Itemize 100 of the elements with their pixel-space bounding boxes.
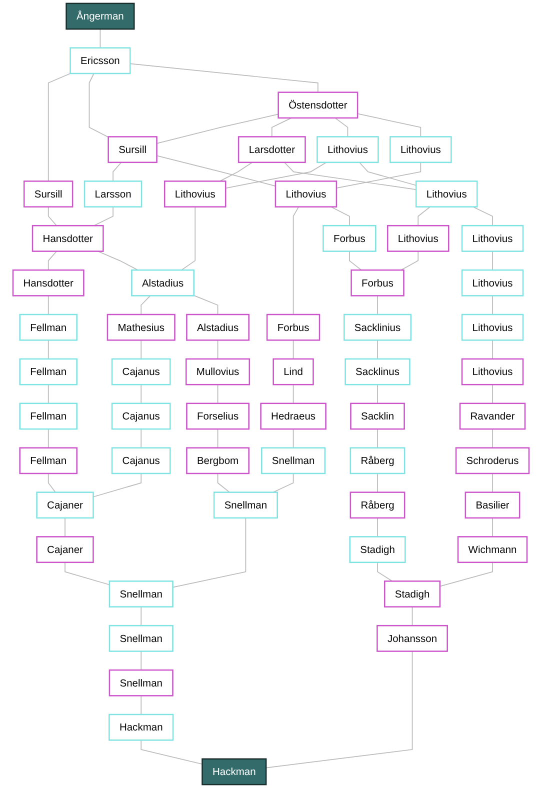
connector <box>64 518 66 538</box>
connector <box>48 206 58 226</box>
connector <box>156 155 276 186</box>
connector <box>492 250 493 270</box>
connector <box>140 340 142 360</box>
node-box: Cajaner <box>36 536 94 563</box>
node-box: Snellman <box>108 580 174 608</box>
connector <box>377 340 378 360</box>
connector <box>112 162 122 182</box>
connector <box>140 295 151 315</box>
node-box: Östensdotter <box>278 92 358 119</box>
connector <box>377 295 378 315</box>
node-box: Cajanus <box>111 447 171 474</box>
connector <box>48 384 49 404</box>
connector <box>440 562 493 587</box>
node-box: Alstadius <box>131 269 194 296</box>
node-box: Snellman <box>108 624 174 652</box>
node-box: Fellman <box>19 402 78 430</box>
node-box: Hackman <box>202 758 267 786</box>
connector <box>492 384 493 404</box>
connector <box>217 340 218 360</box>
node-box: Lithovius <box>461 358 524 386</box>
node-box: Lithovius <box>461 269 524 296</box>
connector <box>130 63 318 93</box>
node-box: Mullovius <box>186 358 250 386</box>
connector <box>140 606 142 626</box>
connector <box>330 206 350 226</box>
connector <box>48 250 58 270</box>
node-box: Stadigh <box>349 536 406 563</box>
node-box: Sursill <box>108 136 158 164</box>
node-box: Forbus <box>322 225 376 252</box>
node-box: Bergbom <box>186 447 250 474</box>
connector <box>271 118 292 138</box>
connector <box>219 162 253 182</box>
connector <box>88 73 109 138</box>
node-box: Fellman <box>19 314 78 341</box>
connector <box>336 162 422 189</box>
connector <box>272 473 294 493</box>
connector <box>140 740 203 765</box>
node-box: Lind <box>272 358 314 386</box>
connector <box>64 562 110 586</box>
connector <box>140 650 142 670</box>
node-box: Larsson <box>84 180 142 208</box>
connector <box>377 473 378 493</box>
node-box: Råberg <box>350 447 406 474</box>
connector <box>492 340 493 360</box>
connector <box>172 518 246 588</box>
connector <box>97 250 138 270</box>
connector <box>334 118 348 138</box>
node-box: Hedraeus <box>260 402 326 430</box>
connector <box>225 162 327 189</box>
connector <box>400 250 419 270</box>
connector <box>292 340 294 360</box>
connector <box>377 518 378 538</box>
node-box: Fellman <box>19 447 78 474</box>
connector <box>377 562 393 582</box>
node-box: Lithovius <box>386 225 450 252</box>
connector <box>292 206 300 315</box>
node-box: Lithovius <box>461 225 524 252</box>
connector <box>48 73 71 182</box>
connector <box>492 518 493 538</box>
node-box: Lithovius <box>415 180 478 208</box>
connector <box>48 473 56 493</box>
node-box: Ericsson <box>70 47 131 74</box>
connector <box>100 28 101 48</box>
node-box: Cajanus <box>111 402 171 430</box>
node-box: Forselius <box>186 402 250 430</box>
connector <box>377 428 378 448</box>
node-box: Cajanus <box>111 358 171 386</box>
connector <box>492 428 493 448</box>
node-box: Hansdotter <box>12 269 84 296</box>
connector <box>349 250 362 270</box>
node-box: Johansson <box>376 624 448 652</box>
connector <box>412 606 413 626</box>
connector <box>193 295 218 315</box>
node-box: Schroderus <box>455 447 530 474</box>
connector <box>266 650 413 768</box>
connector <box>472 206 493 226</box>
node-box: Snellman <box>261 447 326 474</box>
connector <box>284 162 417 190</box>
node-box: Sursill <box>24 180 74 208</box>
node-box: Wichmann <box>457 536 528 563</box>
connector <box>92 473 142 498</box>
node-box: Fellman <box>19 358 78 386</box>
node-box: Lithovius <box>316 136 379 164</box>
node-box: Lithovius <box>390 136 452 164</box>
node-box: Sacklinus <box>344 358 410 386</box>
connector <box>217 428 218 448</box>
connector <box>418 206 431 226</box>
connector <box>140 384 142 404</box>
node-box: Stadigh <box>384 580 441 608</box>
node-box: Sacklinius <box>344 314 412 341</box>
node-box: Ångerman <box>66 2 135 30</box>
connector <box>48 428 49 448</box>
connector <box>140 428 142 448</box>
node-box: Forbus <box>266 314 320 341</box>
connector <box>357 113 422 138</box>
connector <box>156 114 279 144</box>
connector <box>181 206 196 270</box>
node-box: Mathesius <box>106 314 176 341</box>
